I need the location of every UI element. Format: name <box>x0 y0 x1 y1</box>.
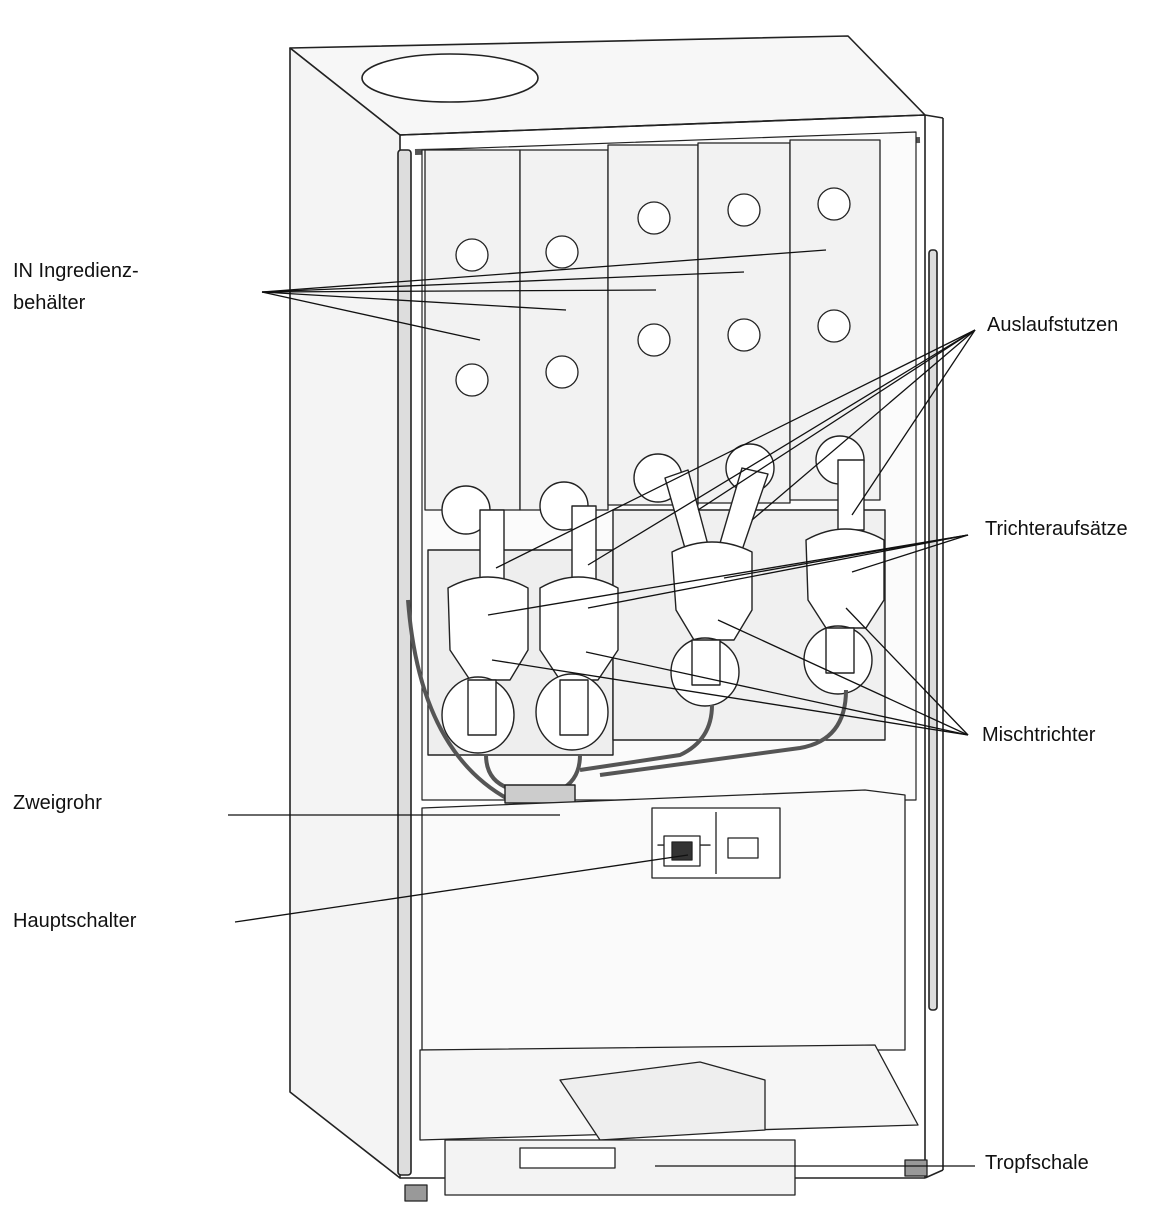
label-branch-pipe: Zweigrohr <box>13 792 102 814</box>
label-outlet: Auslaufstutzen <box>987 314 1119 336</box>
label-funnel-caps: Trichteraufsätze <box>985 518 1128 540</box>
leader-lines <box>228 249 976 1167</box>
label-main-switch: Hauptschalter <box>13 910 137 932</box>
label-mixing-funnel: Mischtrichter <box>982 724 1096 746</box>
ingredient-containers <box>424 139 881 511</box>
label-ingredient-containers-line1: IN Ingredienz- <box>13 260 139 282</box>
label-drip-tray: Tropfschale <box>985 1152 1089 1174</box>
lower-panel <box>421 789 906 1051</box>
label-ingredient-containers-line2: behälter <box>13 292 86 314</box>
drip-tray-area <box>404 1044 928 1202</box>
